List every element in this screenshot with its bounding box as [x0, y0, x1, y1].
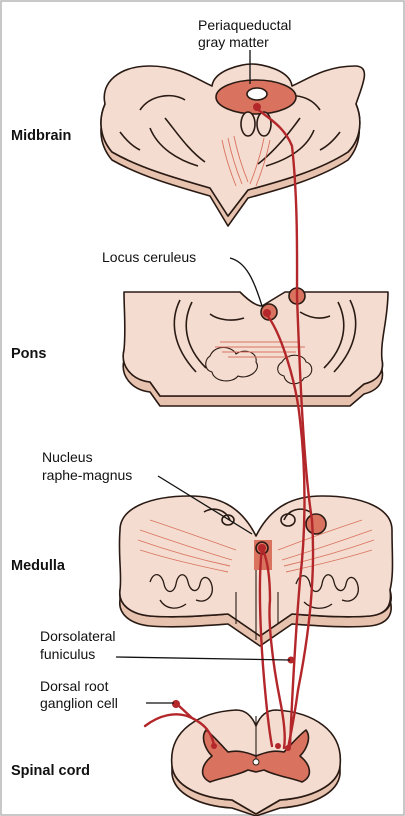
pons-section: [123, 288, 388, 406]
aqueduct: [247, 88, 267, 100]
annotation-dlf-line2: funiculus: [40, 646, 95, 662]
annotation-locus-ceruleus: Locus ceruleus: [102, 249, 196, 265]
annotation-raphe-line2: raphe-magnus: [42, 467, 132, 483]
level-label-medulla: Medulla: [11, 558, 66, 574]
pag-neuron-dot: [253, 103, 261, 111]
dorsal-root-ganglion-dot: [172, 700, 180, 708]
annotation-dlf-line1: Dorsolateral: [40, 628, 115, 644]
annotation-drg-line2: ganglion cell: [40, 695, 118, 711]
annotation-pag-line2: gray matter: [198, 34, 269, 50]
annotation-drg-line1: Dorsal root: [40, 678, 109, 694]
annotation-pag-line1: Periaqueductal: [198, 17, 291, 33]
level-label-midbrain: Midbrain: [11, 128, 71, 144]
level-label-spinal-cord: Spinal cord: [11, 763, 90, 779]
annotation-raphe-line1: Nucleus: [42, 449, 93, 465]
level-label-pons: Pons: [11, 346, 46, 362]
spinal-cord-section: [172, 710, 341, 816]
locus-ceruleus-neuron-dot: [263, 309, 271, 317]
medulla-tract-dot: [306, 514, 326, 534]
raphe-neuron-dot: [258, 544, 266, 552]
